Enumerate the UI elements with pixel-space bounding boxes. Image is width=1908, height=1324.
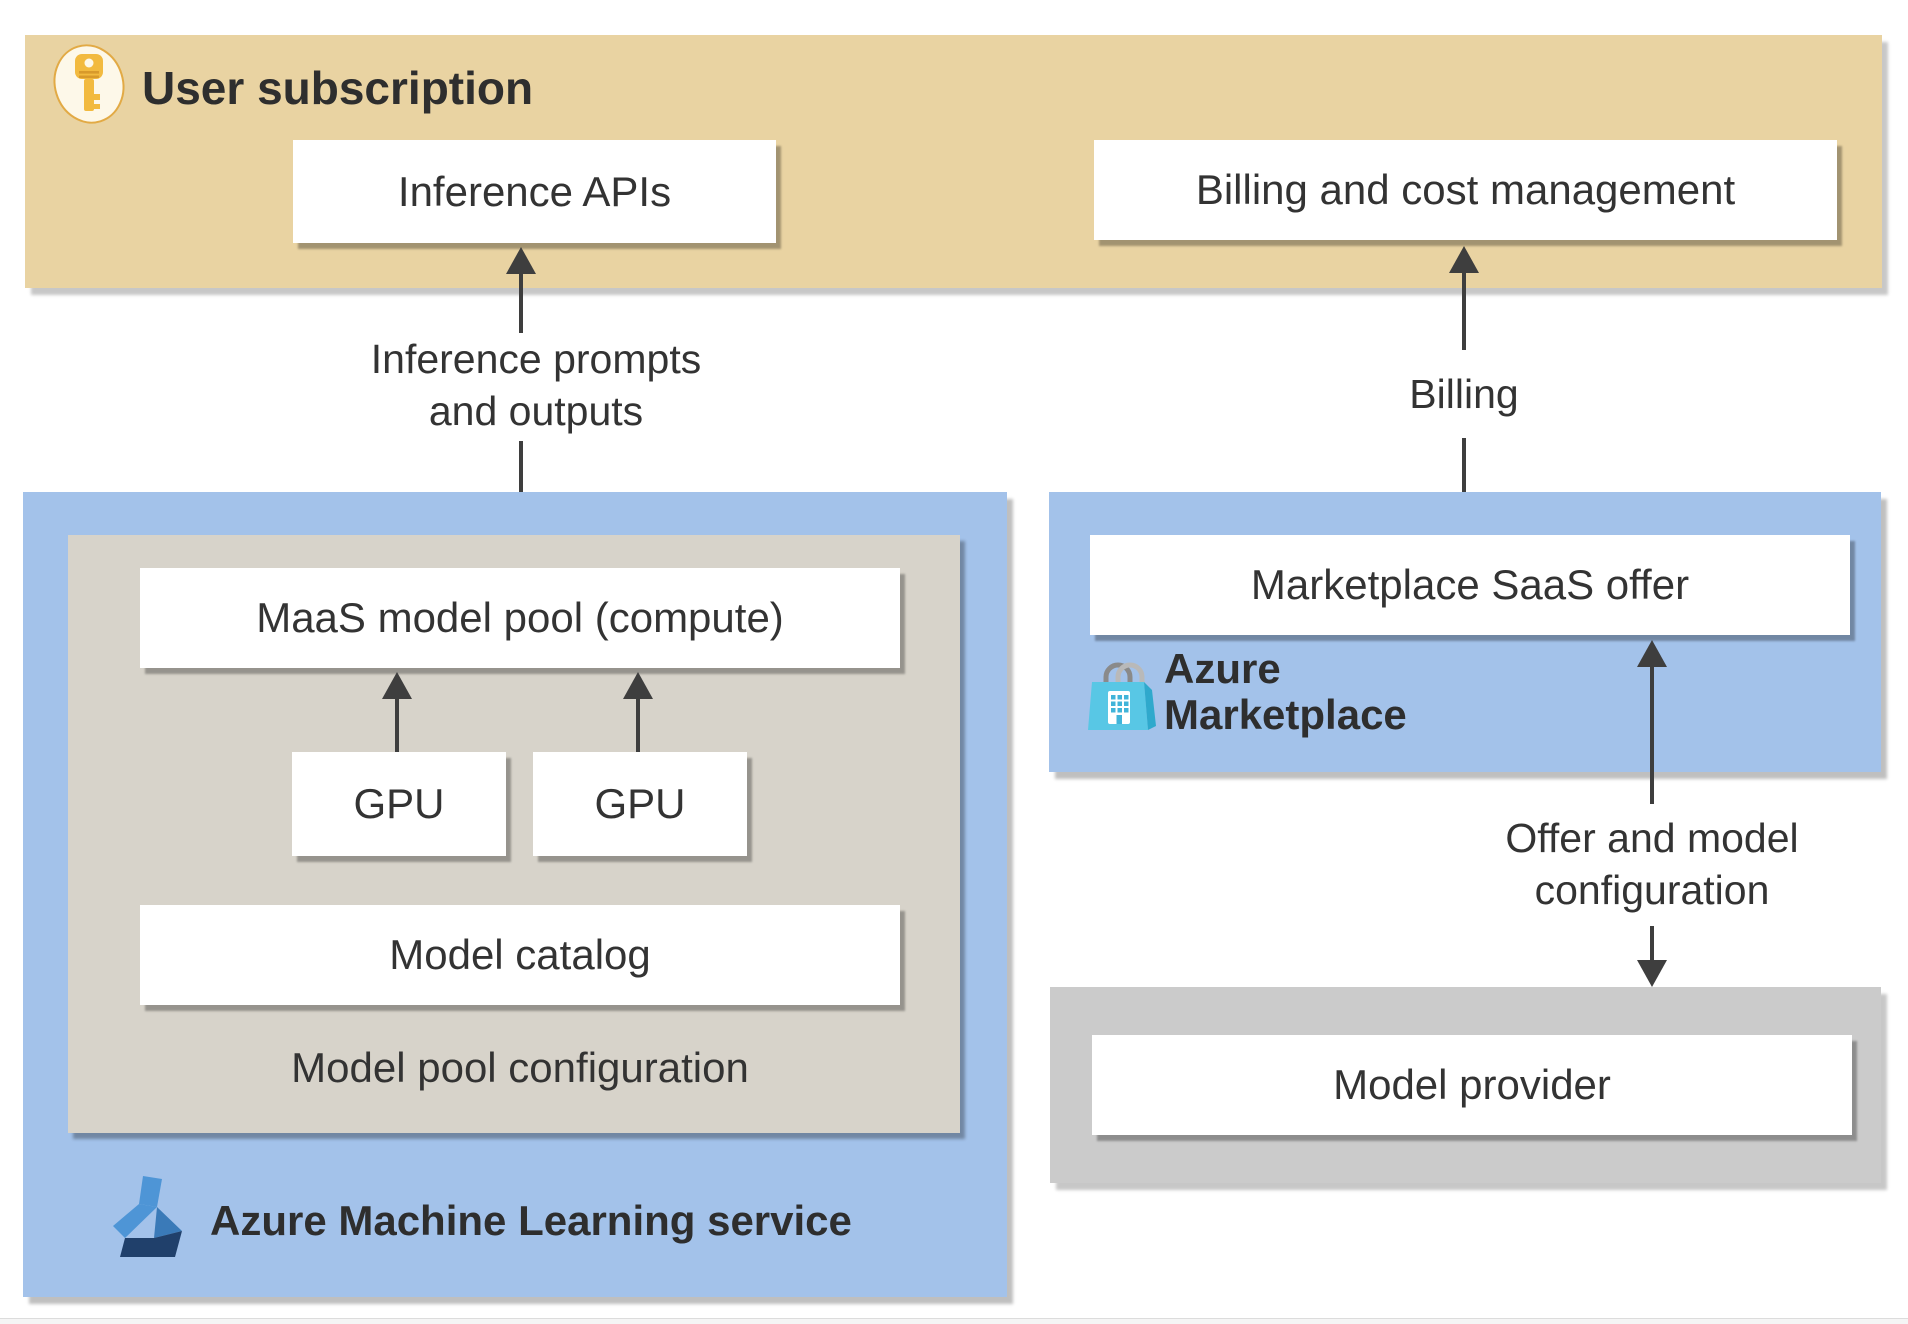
azure-marketplace-title: Azure Marketplace	[1164, 646, 1407, 738]
gpu-left-arrowhead-up	[382, 672, 412, 699]
billing-arrowhead-up	[1449, 246, 1479, 273]
inference-arrow-label-line2: and outputs	[428, 388, 644, 434]
inference-arrow-shaft-top	[519, 273, 523, 333]
inference-apis-box: Inference APIs	[293, 140, 776, 243]
inference-arrow-label-line1: Inference prompts	[370, 336, 702, 382]
billing-arrow-shaft-top	[1462, 272, 1466, 350]
azure-marketplace-title-line2: Marketplace	[1164, 691, 1407, 738]
gpu-left-box: GPU	[292, 752, 506, 856]
key-icon	[50, 42, 128, 126]
billing-arrow-label: Billing	[1409, 371, 1519, 417]
model-catalog-box: Model catalog	[140, 905, 900, 1005]
billing-arrow-shaft-bottom	[1462, 438, 1466, 512]
gpu-right-arrowhead-up	[623, 672, 653, 699]
inference-arrow-shaft-bottom	[519, 441, 523, 507]
offer-arrow-label-line2: configuration	[1534, 867, 1770, 913]
offer-arrow-shaft-bottom	[1650, 926, 1654, 960]
inference-arrow-label: Inference prompts and outputs	[286, 333, 786, 437]
model-provider-box: Model provider	[1092, 1035, 1852, 1135]
marketplace-bag-icon	[1082, 654, 1158, 738]
azure-ml-title: Azure Machine Learning service	[210, 1197, 852, 1244]
billing-cost-management-box: Billing and cost management	[1094, 140, 1837, 240]
azure-marketplace-title-line1: Azure	[1164, 645, 1281, 692]
gpu-left-arrow-shaft	[395, 698, 399, 752]
offer-arrow-label: Offer and model configuration	[1432, 812, 1872, 916]
gpu-right-box: GPU	[533, 752, 747, 856]
inference-arrowhead-up	[506, 247, 536, 274]
offer-arrowhead-up	[1637, 640, 1667, 667]
maas-model-pool-box: MaaS model pool (compute)	[140, 568, 900, 668]
user-subscription-title: User subscription	[142, 62, 534, 114]
offer-arrowhead-down	[1637, 960, 1667, 987]
offer-arrow-shaft-top	[1650, 666, 1654, 804]
gpu-right-arrow-shaft	[636, 698, 640, 752]
viewport-bottom-edge	[0, 1318, 1908, 1324]
azure-ml-flask-icon	[112, 1174, 188, 1260]
marketplace-saas-offer-box: Marketplace SaaS offer	[1090, 535, 1850, 635]
offer-arrow-label-line1: Offer and model	[1505, 815, 1799, 861]
model-pool-configuration-label: Model pool configuration	[291, 1044, 749, 1091]
